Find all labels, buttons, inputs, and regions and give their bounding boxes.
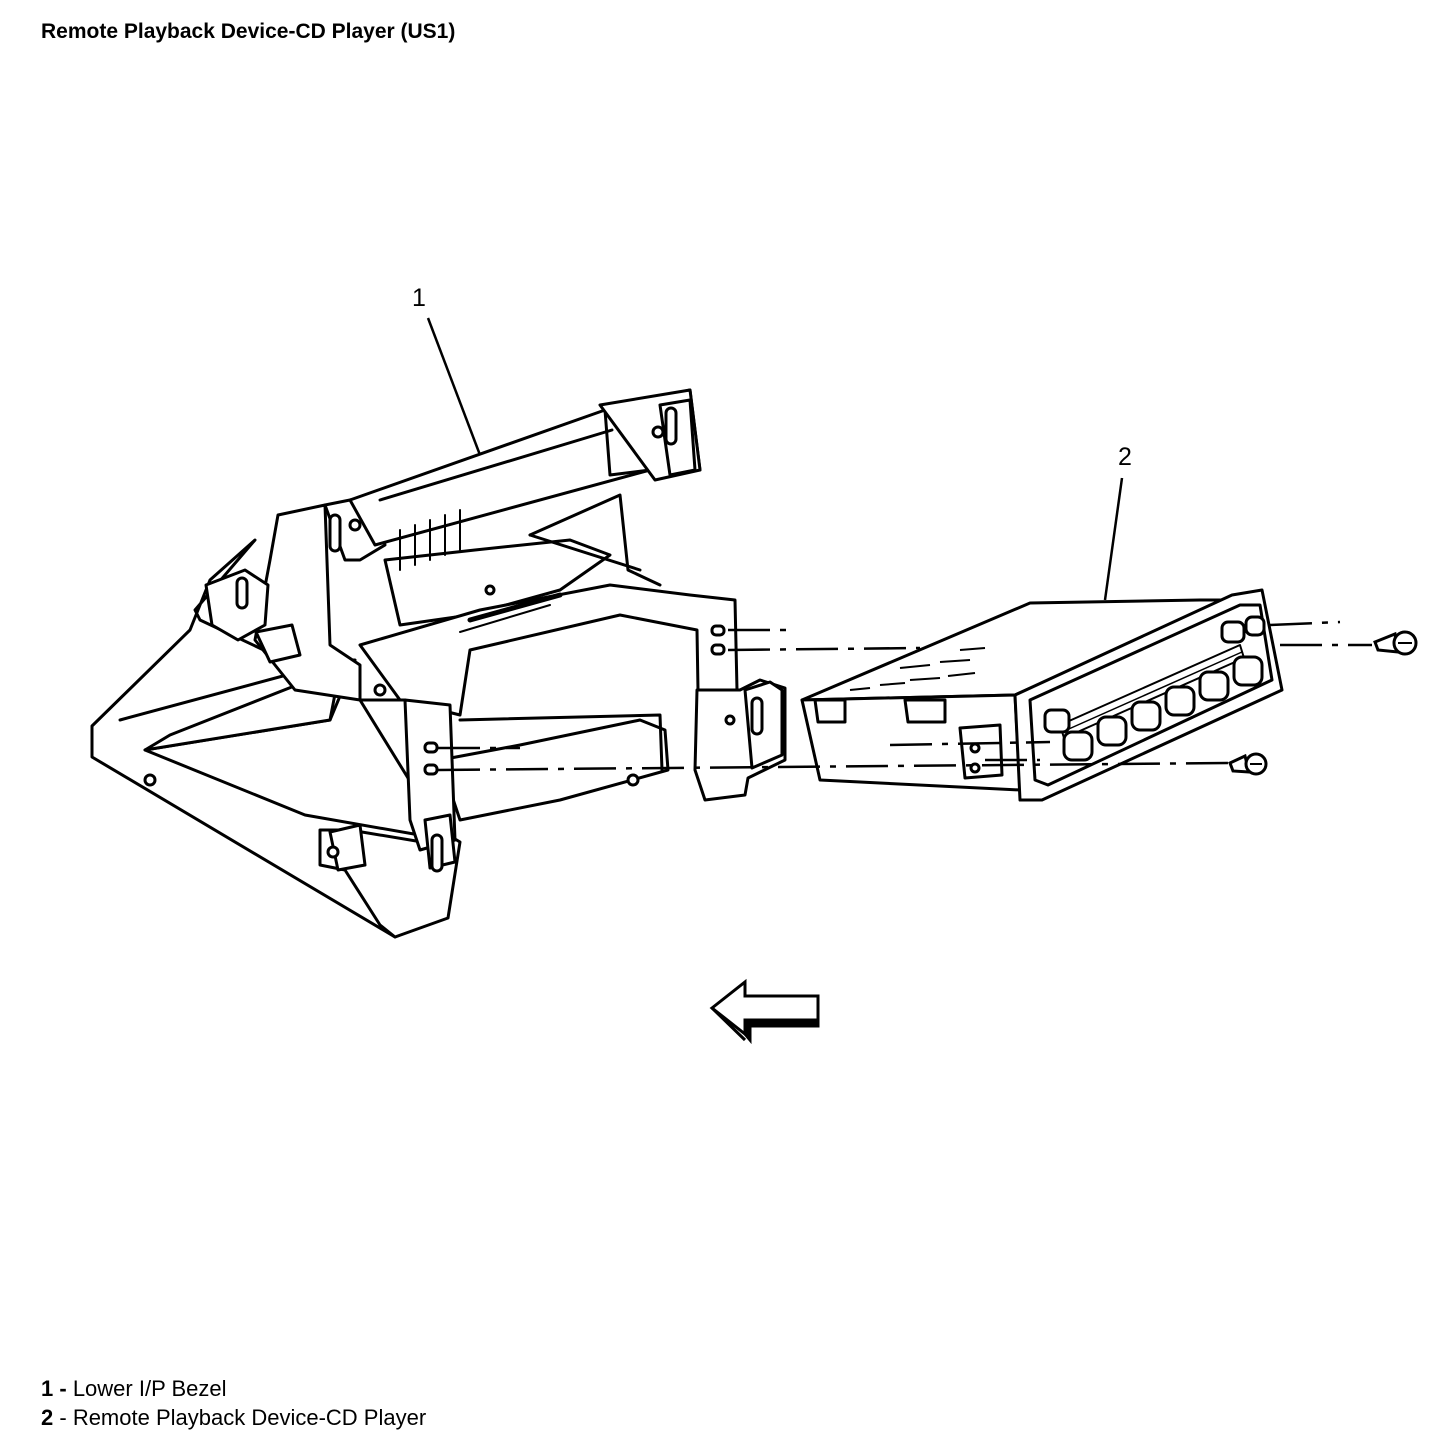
page-title: Remote Playback Device-CD Player (US1) xyxy=(41,20,456,43)
cd-player-unit xyxy=(800,588,1284,802)
screw-icon xyxy=(1228,752,1268,776)
callout-leader-2 xyxy=(1103,477,1124,601)
lower-ip-bezel xyxy=(90,388,787,939)
callout-2: 2 xyxy=(1118,443,1132,471)
alignment-lines xyxy=(437,620,1372,772)
callout-1: 1 xyxy=(412,284,426,312)
legend: 1 - Lower I/P Bezel 2 - Remote Playback … xyxy=(41,1374,426,1432)
arrow-left-icon xyxy=(709,978,820,1045)
callout-leader-1 xyxy=(426,317,482,456)
legend-item: 1 - Lower I/P Bezel xyxy=(41,1376,227,1401)
legend-item: 2 - Remote Playback Device-CD Player xyxy=(41,1405,427,1430)
screw-icon xyxy=(1373,630,1418,656)
